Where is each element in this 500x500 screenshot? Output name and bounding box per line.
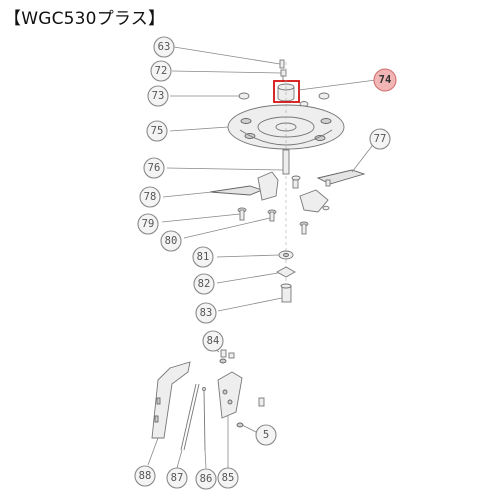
callout-85: 85 xyxy=(217,467,239,489)
callout-74: 74 xyxy=(373,68,397,92)
callout-circle xyxy=(255,424,277,446)
part-83-shaft xyxy=(280,283,292,303)
part-78-blade-left xyxy=(209,171,279,201)
callout-number: 72 xyxy=(155,65,168,77)
callout-circle xyxy=(153,36,175,58)
callout-82: 82 xyxy=(193,273,215,295)
part-85-hinge xyxy=(217,371,243,419)
callout-75: 75 xyxy=(146,120,168,142)
callout-72: 72 xyxy=(150,60,172,82)
callout-81: 81 xyxy=(192,246,214,268)
callout-86: 86 xyxy=(195,468,217,490)
callout-5: 5 xyxy=(255,424,277,446)
part-77-blade-right xyxy=(299,169,366,213)
part-5-small-parts xyxy=(236,397,265,428)
part-81-washer xyxy=(278,250,294,260)
callout-circle xyxy=(137,213,159,235)
callout-circle xyxy=(193,273,215,295)
callout-76: 76 xyxy=(143,157,165,179)
part-63-pin xyxy=(279,59,285,69)
callout-63: 63 xyxy=(153,36,175,58)
part-76-shaft-parts xyxy=(282,149,301,189)
callout-circle xyxy=(160,230,182,252)
callout-circle xyxy=(195,302,217,324)
part-82-plate xyxy=(276,266,296,278)
callout-circle xyxy=(134,465,156,487)
highlight-box-74 xyxy=(273,80,300,103)
callout-number: 5 xyxy=(263,429,269,441)
callout-circle xyxy=(202,330,224,352)
part-87-rod xyxy=(180,383,200,451)
callout-83: 83 xyxy=(195,302,217,324)
callout-80: 80 xyxy=(160,230,182,252)
callout-circle xyxy=(139,186,161,208)
callout-87: 87 xyxy=(166,467,188,489)
callout-number: 87 xyxy=(171,472,184,484)
callout-number: 77 xyxy=(374,133,387,145)
diagram-title: 【WGC530プラス】 xyxy=(4,9,166,29)
callout-number: 63 xyxy=(158,41,171,53)
callout-number: 75 xyxy=(151,125,164,137)
callout-number: 80 xyxy=(165,235,178,247)
callout-84: 84 xyxy=(202,330,224,352)
callout-number: 78 xyxy=(144,191,157,203)
callout-88: 88 xyxy=(134,465,156,487)
callout-number: 83 xyxy=(200,307,213,319)
callout-circle xyxy=(146,120,168,142)
callout-number: 76 xyxy=(148,162,161,174)
part-74-bushing xyxy=(273,80,300,103)
callout-circle xyxy=(217,467,239,489)
callout-circle xyxy=(195,468,217,490)
part-84-bolts xyxy=(219,349,235,364)
callout-number: 74 xyxy=(379,74,392,86)
callout-circle xyxy=(192,246,214,268)
parts-drawing xyxy=(151,59,366,451)
part-86-pin xyxy=(202,387,206,451)
callout-bubbles: 63 72 73 74 75 76 77 78 79 80 81 82 83 84 5 88 87 86 85 xyxy=(134,36,397,490)
callout-73: 73 xyxy=(147,85,169,107)
callout-number: 86 xyxy=(200,473,213,485)
callout-circle xyxy=(147,85,169,107)
callout-77: 77 xyxy=(369,128,391,150)
callout-circle xyxy=(373,68,397,92)
callout-number: 73 xyxy=(152,90,165,102)
callout-circle xyxy=(150,60,172,82)
part-79-80-bolts xyxy=(237,205,330,235)
callout-number: 81 xyxy=(197,251,210,263)
callout-circle xyxy=(143,157,165,179)
callout-number: 82 xyxy=(198,278,211,290)
callout-circle xyxy=(369,128,391,150)
callout-79: 79 xyxy=(137,213,159,235)
callout-number: 79 xyxy=(142,218,155,230)
part-88-bracket xyxy=(151,361,191,439)
callout-number: 88 xyxy=(139,470,152,482)
callout-78: 78 xyxy=(139,186,161,208)
callout-circle xyxy=(166,467,188,489)
callout-number: 85 xyxy=(222,472,235,484)
callout-number: 84 xyxy=(207,335,220,347)
